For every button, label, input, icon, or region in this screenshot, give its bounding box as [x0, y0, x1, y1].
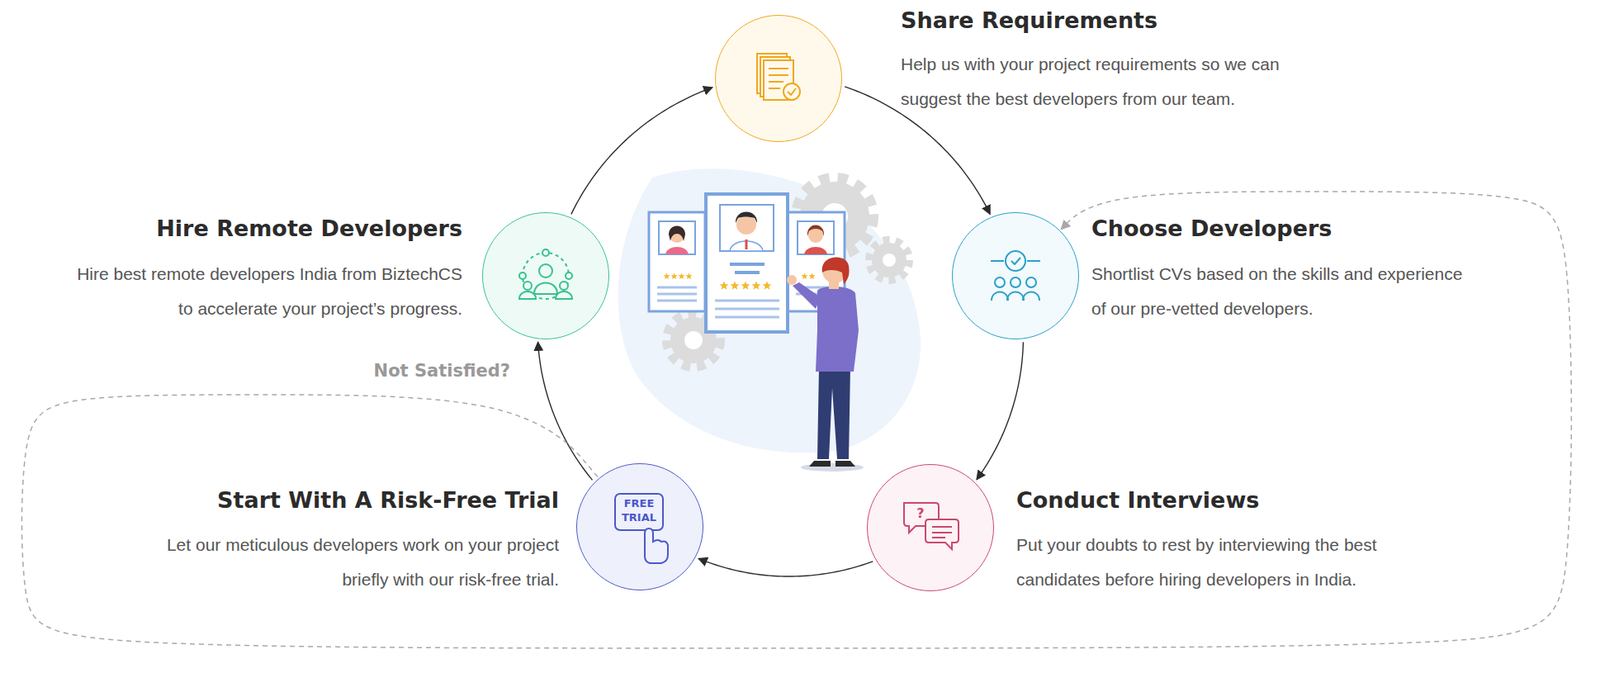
free-trial-text: FREE TRIAL: [614, 496, 664, 525]
step-description: Help us with your project requirements s…: [900, 47, 1289, 117]
cycle-arrow: [976, 341, 1023, 480]
step-heading: Hire Remote Developers: [16, 213, 463, 244]
cycle-arrow: [571, 87, 713, 214]
team-icon: [990, 250, 1041, 301]
step-description: Hire best remote developers India from B…: [57, 256, 463, 327]
chat-icon: [904, 502, 959, 550]
document-icon: [757, 53, 800, 100]
edge-label: Not Satisfied?: [370, 360, 514, 381]
dashed-loop-arrow: [21, 191, 1572, 649]
step-heading: Share Requirements: [900, 5, 1413, 36]
step-circle: Start With A Risk-Free TrialLet our meti…: [576, 463, 704, 591]
step-description: Let our meticulous developers work on yo…: [162, 527, 559, 597]
cycle-arrow: [538, 341, 593, 480]
step-circle: Hire Remote DevelopersHire best remote d…: [482, 212, 610, 340]
step-heading: Choose Developers: [1091, 213, 1521, 244]
step-circle: Share RequirementsHelp us with your proj…: [714, 14, 843, 143]
step-heading: Start With A Risk-Free Trial: [96, 485, 559, 516]
cycle-arrow: [698, 558, 873, 577]
hiring-illustration: [618, 168, 921, 472]
step-circle: Choose DevelopersShortlist CVs based on …: [951, 212, 1080, 340]
question-mark: ?: [912, 505, 929, 522]
step-heading: Conduct Interviews: [1016, 485, 1446, 516]
gear-small: [869, 240, 909, 280]
step-description: Put your doubts to rest by interviewing …: [1016, 527, 1397, 597]
person-figure: [786, 257, 864, 472]
cv-card: [705, 194, 788, 332]
step-circle: Conduct InterviewsPut your doubts to res…: [866, 463, 995, 592]
trial-icon: [615, 493, 668, 564]
cv-card: [648, 212, 706, 312]
remote-team-icon: [519, 249, 573, 299]
step-description: Shortlist CVs based on the skills and ex…: [1091, 256, 1463, 327]
